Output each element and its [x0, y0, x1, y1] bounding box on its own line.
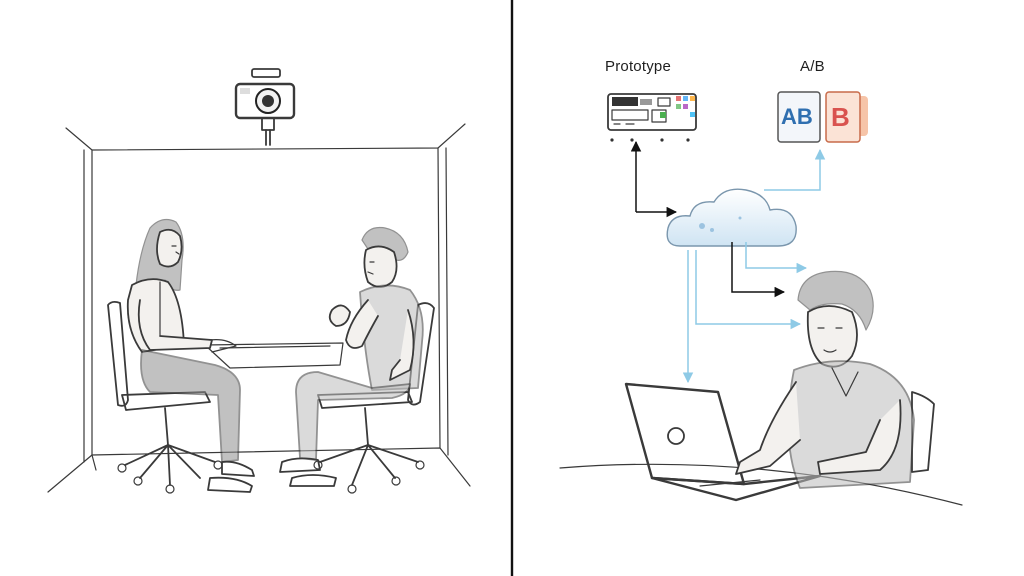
lab-room: [47, 123, 471, 493]
card-b-label: B: [831, 102, 850, 132]
person-using-laptop: [735, 270, 935, 489]
ab-test-cards: [777, 91, 868, 143]
ceiling-camera-icon: [234, 68, 296, 146]
man-facilitator: [279, 226, 424, 487]
card-a-label: AB: [781, 104, 813, 129]
cloud-service-icon: [666, 188, 797, 247]
prototype-label: Prototype: [605, 58, 672, 75]
desk-surface: [559, 463, 963, 506]
meeting-table: [204, 342, 344, 369]
prototype-device-icon: [607, 93, 697, 142]
ab-test-label: A/B: [800, 58, 825, 75]
card-a: [777, 91, 821, 143]
data-flow-arrows-blue: [682, 148, 826, 384]
woman-participant: [126, 218, 255, 493]
card-b: [825, 91, 861, 143]
data-flow-arrows-black: [630, 140, 786, 298]
